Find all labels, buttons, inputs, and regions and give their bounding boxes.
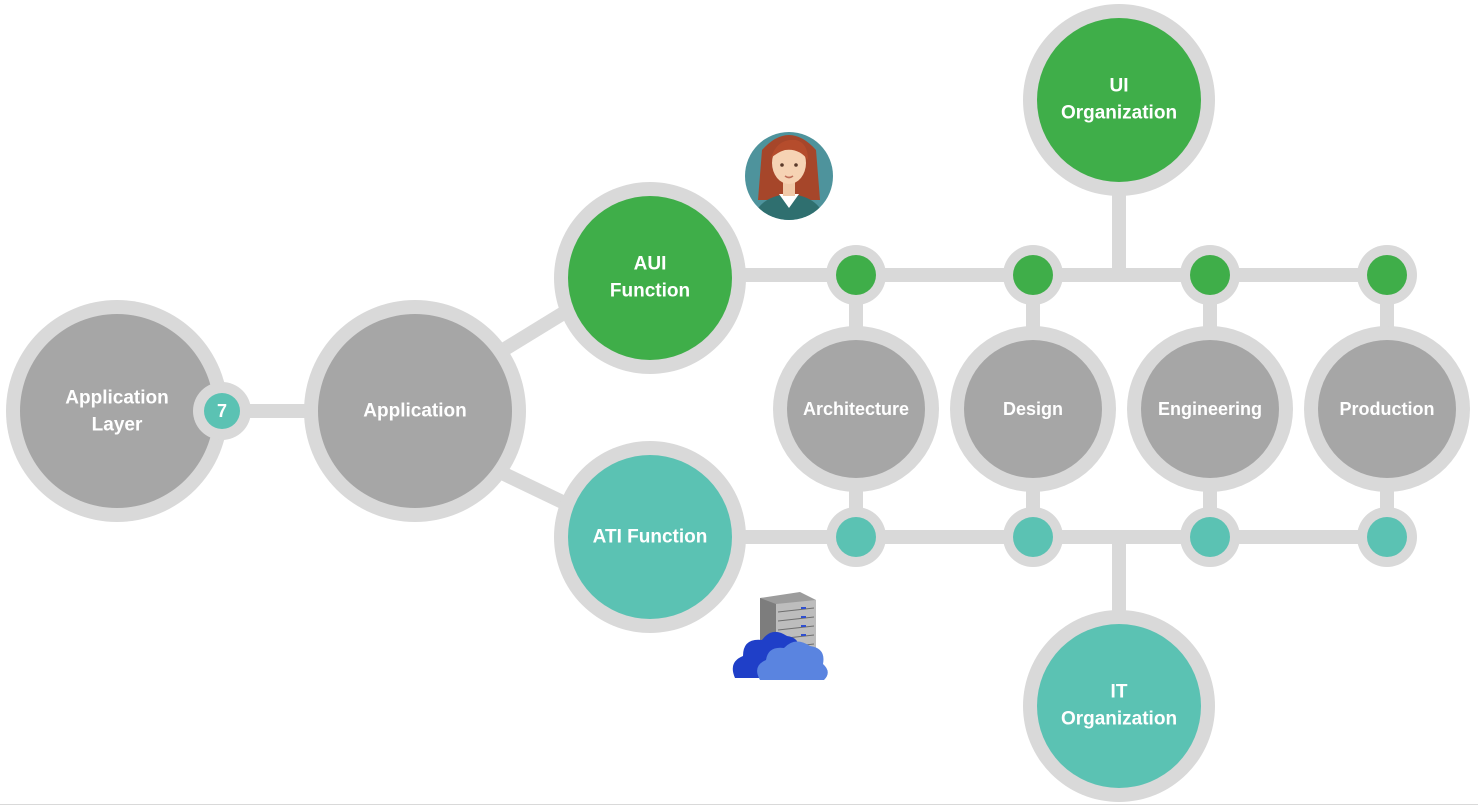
aui-function-node: AUI Function bbox=[554, 182, 746, 374]
engineering-node: Engineering bbox=[1127, 326, 1293, 492]
ui-organization-label-line2: Organization bbox=[1061, 103, 1177, 124]
ati-dot-design bbox=[1003, 507, 1063, 567]
aui-dot-production bbox=[1357, 245, 1417, 305]
bottom-divider bbox=[0, 804, 1478, 805]
application-layer-node: Application Layer bbox=[6, 300, 228, 522]
ui-organization-node: UI Organization bbox=[1023, 4, 1215, 196]
aui-dot-architecture bbox=[826, 245, 886, 305]
production-label: Production bbox=[1340, 399, 1435, 419]
ati-dot-architecture bbox=[826, 507, 886, 567]
aui-function-label-line1: AUI bbox=[634, 254, 667, 275]
layer-number-text: 7 bbox=[217, 401, 227, 421]
application-layer-label-line2: Layer bbox=[92, 415, 143, 436]
ati-dot-engineering bbox=[1180, 507, 1240, 567]
engineering-label: Engineering bbox=[1158, 399, 1262, 419]
it-organization-label-line2: Organization bbox=[1061, 709, 1177, 730]
architecture-node: Architecture bbox=[773, 326, 939, 492]
aui-dots bbox=[826, 245, 1417, 305]
server-cloud-icon bbox=[732, 592, 828, 680]
design-node: Design bbox=[950, 326, 1116, 492]
aui-dot-engineering bbox=[1180, 245, 1240, 305]
application-node: Application bbox=[304, 300, 526, 522]
ati-dot-production bbox=[1357, 507, 1417, 567]
it-organization-node: IT Organization bbox=[1023, 610, 1215, 802]
ati-function-label: ATI Function bbox=[593, 527, 708, 548]
aui-dot-design bbox=[1003, 245, 1063, 305]
ati-function-node: ATI Function bbox=[554, 441, 746, 633]
application-layer-label-line1: Application bbox=[65, 388, 168, 409]
application-label: Application bbox=[363, 401, 466, 422]
architecture-label: Architecture bbox=[803, 399, 909, 419]
ui-organization-label-line1: UI bbox=[1110, 76, 1129, 97]
design-label: Design bbox=[1003, 399, 1063, 419]
production-node: Production bbox=[1304, 326, 1470, 492]
layer-number-badge: 7 bbox=[193, 382, 251, 440]
aui-function-label-line2: Function bbox=[610, 281, 690, 302]
female-user-avatar-icon bbox=[745, 132, 833, 220]
it-organization-label-line1: IT bbox=[1111, 682, 1128, 703]
ati-dots bbox=[826, 507, 1417, 567]
